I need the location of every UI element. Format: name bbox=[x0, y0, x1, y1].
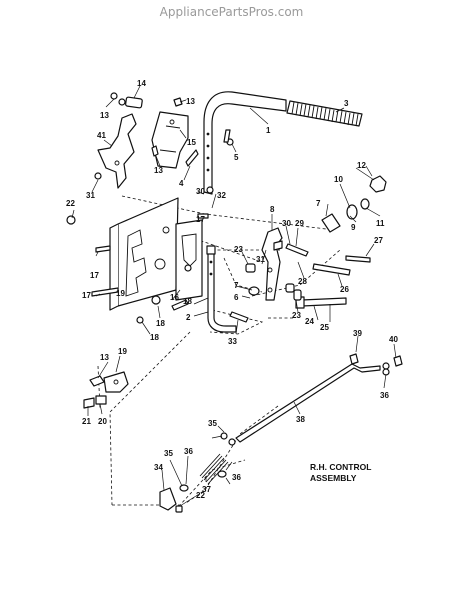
spring-icon bbox=[199, 432, 236, 485]
label-23: 23 bbox=[234, 245, 243, 254]
control-plate-icon bbox=[109, 197, 179, 311]
label-36: 36 bbox=[232, 473, 241, 482]
label-18: 18 bbox=[156, 319, 165, 328]
label-19: 19 bbox=[116, 289, 125, 298]
label-8: 8 bbox=[270, 205, 275, 214]
label-36: 36 bbox=[380, 391, 389, 400]
label-25: 25 bbox=[320, 323, 329, 332]
label-16: 16 bbox=[170, 293, 179, 302]
label-17: 17 bbox=[90, 271, 99, 280]
control-lever-icon bbox=[203, 91, 287, 195]
upper-bracket-icon bbox=[151, 111, 189, 169]
label-20: 20 bbox=[98, 417, 107, 426]
label-36: 36 bbox=[184, 447, 193, 456]
label-5: 5 bbox=[234, 153, 239, 162]
label-17: 17 bbox=[82, 291, 91, 300]
label-17: 17 bbox=[196, 215, 205, 224]
assembly-caption: R.H. CONTROL ASSEMBLY bbox=[310, 462, 371, 483]
label-2: 2 bbox=[186, 313, 191, 322]
handle-grip-icon bbox=[286, 100, 363, 127]
label-7: 7 bbox=[316, 199, 321, 208]
spacer-icon bbox=[125, 96, 143, 109]
small-bracket-icon bbox=[83, 371, 129, 409]
watermark: AppliancePartsPros.com bbox=[159, 5, 304, 19]
lower-lever-rod-icon bbox=[206, 245, 237, 333]
mounting-plate-icon bbox=[97, 113, 137, 189]
label-34: 34 bbox=[154, 463, 163, 472]
label-33: 33 bbox=[228, 337, 237, 346]
label-4: 4 bbox=[179, 179, 184, 188]
label-31: 31 bbox=[86, 191, 95, 200]
label-22: 22 bbox=[66, 199, 75, 208]
side-plate-icon bbox=[175, 219, 203, 301]
label-6: 6 bbox=[234, 293, 239, 302]
label-21: 21 bbox=[82, 417, 91, 426]
part-labels: 14 13 13 41 15 1 3 5 13 4 22 31 30 32 17… bbox=[66, 79, 398, 500]
label-13: 13 bbox=[100, 353, 109, 362]
label-40: 40 bbox=[389, 335, 398, 344]
label-15: 15 bbox=[187, 138, 196, 147]
screw-icon bbox=[91, 97, 249, 323]
label-30: 30 bbox=[196, 187, 205, 196]
pivot-arm-icon bbox=[261, 227, 283, 301]
caption-line-1: R.H. CONTROL bbox=[310, 462, 371, 472]
label-30: 30 bbox=[282, 219, 291, 228]
label-22: 22 bbox=[196, 491, 205, 500]
label-28: 28 bbox=[298, 277, 307, 286]
label-35: 35 bbox=[208, 419, 217, 428]
label-18: 18 bbox=[150, 333, 159, 342]
label-10: 10 bbox=[334, 175, 343, 184]
label-11: 11 bbox=[376, 219, 385, 228]
label-19: 19 bbox=[118, 347, 127, 356]
control-rod-icon bbox=[235, 353, 403, 443]
label-13: 13 bbox=[100, 111, 109, 120]
label-3: 3 bbox=[344, 99, 349, 108]
label-26: 26 bbox=[340, 285, 349, 294]
label-1: 1 bbox=[266, 126, 271, 135]
label-12: 12 bbox=[357, 161, 366, 170]
label-37: 37 bbox=[202, 485, 211, 494]
bolt-icon bbox=[273, 240, 371, 309]
nut-icon bbox=[66, 92, 302, 324]
label-29: 29 bbox=[295, 219, 304, 228]
label-7: 7 bbox=[234, 281, 239, 290]
leader-lines bbox=[71, 85, 397, 507]
label-39: 39 bbox=[353, 329, 362, 338]
label-24: 24 bbox=[305, 317, 314, 326]
label-32: 32 bbox=[217, 191, 226, 200]
label-41: 41 bbox=[97, 131, 106, 140]
label-23: 23 bbox=[292, 311, 301, 320]
label-38: 38 bbox=[296, 415, 305, 424]
label-13: 13 bbox=[186, 97, 195, 106]
label-27: 27 bbox=[374, 236, 383, 245]
caption-line-2: ASSEMBLY bbox=[310, 473, 357, 483]
label-14: 14 bbox=[137, 79, 146, 88]
label-35: 35 bbox=[164, 449, 173, 458]
label-31: 31 bbox=[256, 255, 265, 264]
label-18: 18 bbox=[183, 297, 192, 306]
label-13: 13 bbox=[154, 166, 163, 175]
washer-icon bbox=[159, 368, 390, 513]
label-9: 9 bbox=[351, 223, 356, 232]
